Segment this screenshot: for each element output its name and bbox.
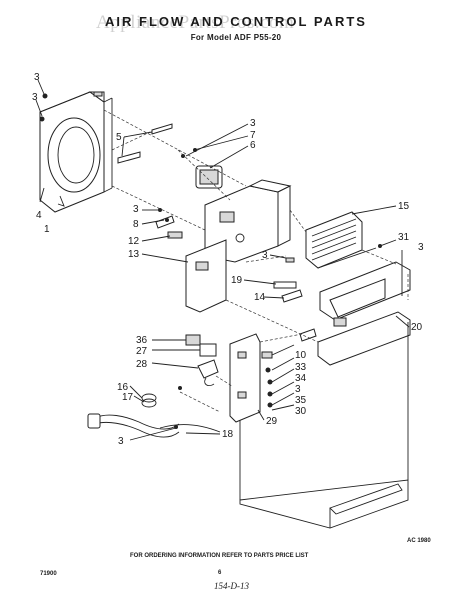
callout-8: 8 — [133, 219, 139, 230]
small-brackets — [273, 257, 303, 303]
lower-control-panel — [229, 333, 261, 423]
callout-3: 3 — [250, 118, 256, 129]
leader-lines — [35, 79, 410, 441]
ordering-note: FOR ORDERING INFORMATION REFER TO PARTS … — [130, 553, 309, 559]
callout-20: 20 — [411, 322, 423, 333]
callout-33: 33 — [295, 362, 307, 373]
callout-19: 19 — [231, 275, 243, 286]
louver-assembly — [305, 211, 363, 269]
callout-5: 5 — [116, 132, 122, 143]
callout-18: 18 — [222, 429, 234, 440]
handwritten-note: 154-D-13 — [214, 581, 249, 591]
art-code: AC 1980 — [407, 538, 431, 544]
callout-27: 27 — [136, 346, 148, 357]
callout-3: 3 — [133, 204, 139, 215]
housing-screws — [158, 208, 169, 222]
power-cord — [87, 386, 221, 438]
callout-30: 30 — [295, 406, 307, 417]
callout-3: 3 — [118, 436, 124, 447]
callout-4: 4 — [36, 210, 42, 221]
callout-29: 29 — [266, 416, 278, 427]
callout-1: 1 — [44, 224, 50, 235]
callout-6: 6 — [250, 140, 256, 151]
terminal-block — [181, 148, 223, 189]
callout-3: 3 — [34, 72, 40, 83]
callout-34: 34 — [295, 373, 307, 384]
page-number: 6 — [218, 570, 222, 576]
front-air-duct-panel — [39, 91, 113, 213]
callout-35: 35 — [295, 395, 307, 406]
callout-17: 17 — [122, 392, 134, 403]
cabinet-outline — [239, 322, 409, 529]
callout-3: 3 — [32, 92, 38, 103]
callout-16: 16 — [117, 382, 129, 393]
callout-3: 3 — [262, 250, 268, 261]
diagram-title: AIR FLOW AND CONTROL PARTS — [105, 14, 367, 29]
switch-assembly — [185, 334, 219, 387]
callout-7: 7 — [250, 130, 256, 141]
document-code: 71900 — [40, 571, 57, 577]
exploded-guide-lines — [103, 109, 409, 413]
callout-13: 13 — [128, 249, 140, 260]
panel-screws — [39, 91, 103, 122]
callout-28: 28 — [136, 359, 148, 370]
mounting-clips — [111, 123, 173, 164]
callout-12: 12 — [128, 236, 140, 247]
control-bracket — [155, 215, 227, 313]
callout-14: 14 — [254, 292, 266, 303]
callout-3: 3 — [295, 384, 301, 395]
callout-3: 3 — [418, 242, 424, 253]
diagram-subtitle: For Model ADF P55-20 — [190, 33, 282, 42]
watermark: AppliancePartsPros.com — [96, 12, 295, 33]
callout-10: 10 — [295, 350, 307, 361]
base-pan — [317, 261, 411, 366]
callout-31: 31 — [398, 232, 410, 243]
callout-36: 36 — [136, 335, 148, 346]
callout-numbers: 3 3 5 3 7 6 4 1 3 8 12 13 15 31 3 3 19 1… — [32, 72, 424, 447]
callout-15: 15 — [398, 201, 410, 212]
